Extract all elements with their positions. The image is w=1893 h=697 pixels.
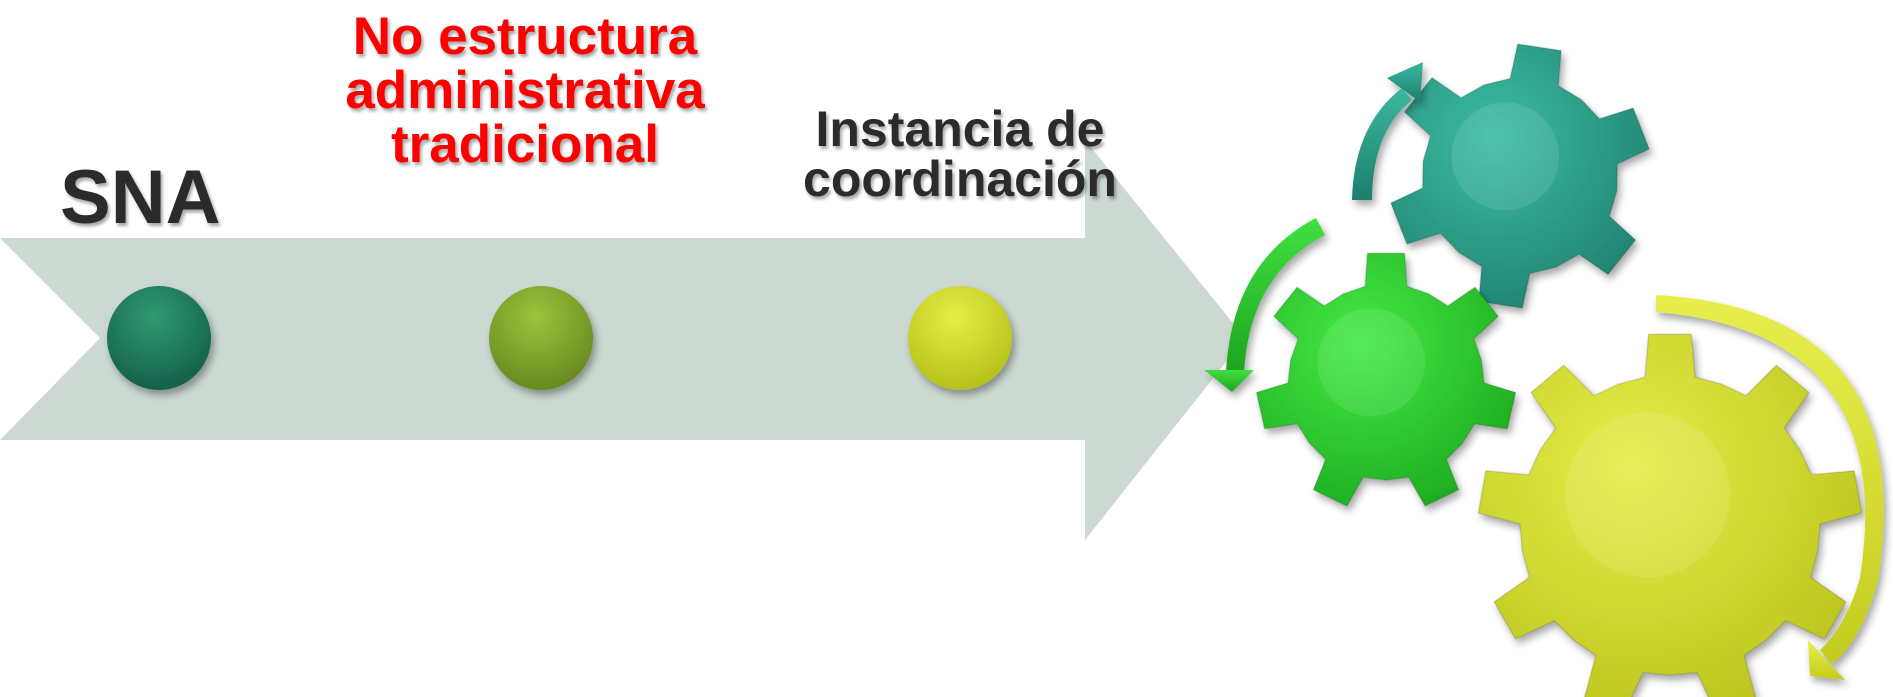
timeline-dot-instancia <box>908 286 1012 390</box>
gear-icon <box>1389 43 1651 309</box>
label-instancia: Instancia de coordinación <box>770 104 1150 204</box>
label-sna-text: SNA <box>60 155 221 240</box>
gear-icon <box>1477 333 1863 697</box>
label-no-estructura: No estructura administrativa tradicional <box>320 7 730 175</box>
arrow-shape <box>0 140 1245 540</box>
label-instancia-line-2: coordinación <box>803 151 1117 207</box>
cycle-arrow-icon <box>1204 218 1325 392</box>
cycle-arrow-icon <box>1656 295 1884 680</box>
gear-highlight <box>1451 102 1560 211</box>
label-no-estructura-line-3: tradicional <box>390 115 659 175</box>
gear-highlight <box>1317 308 1426 417</box>
label-sna: SNA <box>60 160 260 236</box>
label-instancia-line-1: Instancia de <box>815 101 1105 157</box>
gear-icon <box>1255 252 1517 507</box>
timeline-dot-sna <box>107 286 211 390</box>
label-no-estructura-line-2: administrativa <box>345 61 705 121</box>
timeline-dot-no-estructura <box>489 286 593 390</box>
gear-highlight <box>1565 412 1730 578</box>
label-no-estructura-line-1: No estructura <box>352 7 698 66</box>
cycle-arrow-icon <box>1352 62 1423 200</box>
